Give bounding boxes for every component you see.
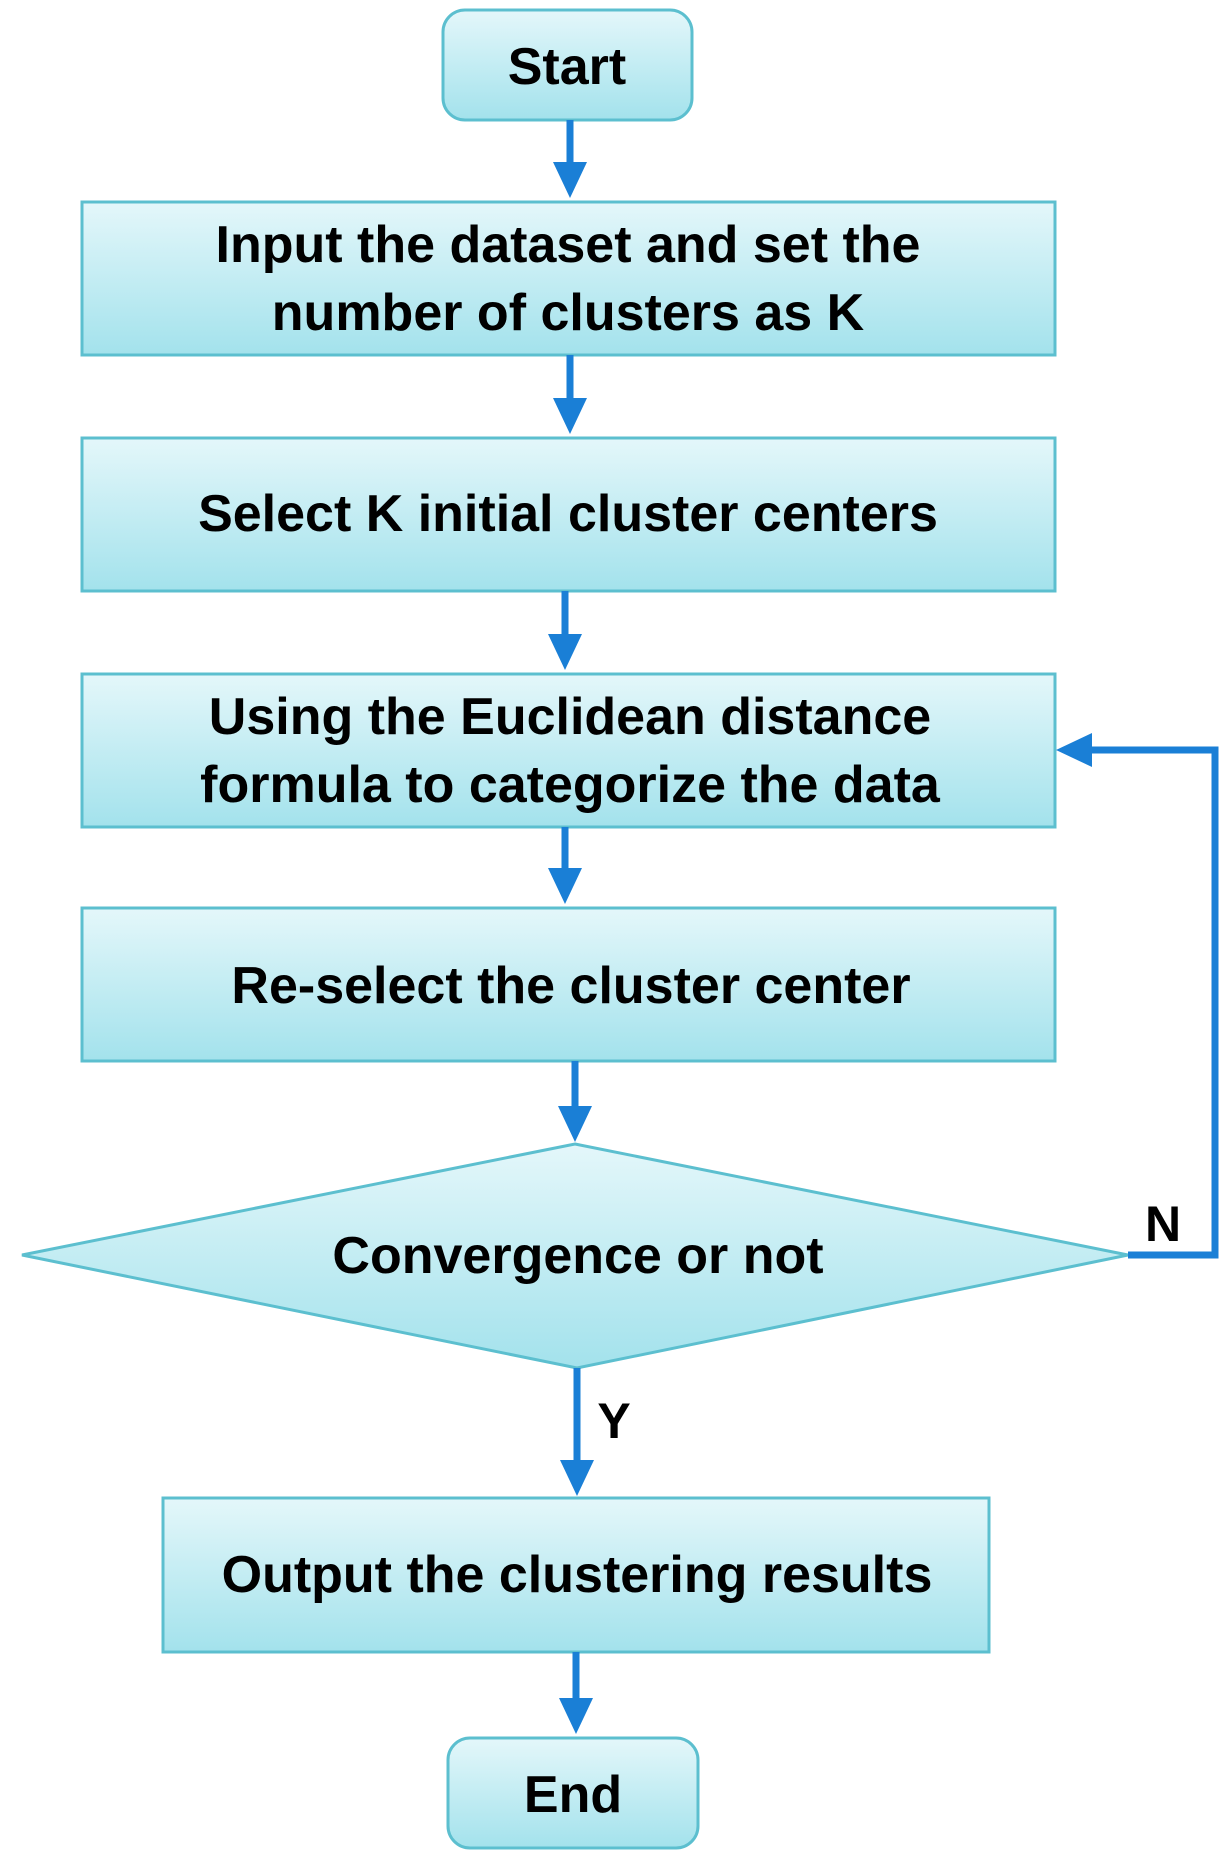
output-step-label: Output the clustering results: [222, 1546, 933, 1604]
arrow-start-to-input: [553, 120, 587, 198]
arrow-reselect-to-decision: [558, 1061, 592, 1142]
arrow-categorize-to-reselect: [548, 827, 582, 904]
arrow-yes-to-output: [560, 1368, 594, 1496]
select-centers-step: Select K initial cluster centers: [80, 436, 1057, 593]
arrow-output-to-end: [559, 1652, 593, 1734]
yes-branch-label: Y: [597, 1393, 630, 1449]
start-node: Start: [441, 8, 694, 122]
input-step-line-2: number of clusters as K: [272, 284, 865, 342]
convergence-decision: Convergence or not: [21, 1142, 1129, 1370]
end-label: End: [524, 1766, 622, 1824]
reselect-step-label: Re-select the cluster center: [231, 957, 910, 1015]
arrow-no-loop-back: [1056, 733, 1219, 1259]
decision-label: Convergence or not: [332, 1227, 823, 1285]
input-dataset-step: Input the dataset and set the number of …: [80, 200, 1057, 357]
categorize-data-step: Using the Euclidean distance formula to …: [80, 672, 1057, 829]
arrow-input-to-select: [553, 355, 587, 434]
categorize-step-line-2: formula to categorize the data: [200, 756, 941, 814]
input-step-line-1: Input the dataset and set the: [216, 216, 921, 274]
no-branch-label: N: [1145, 1196, 1181, 1252]
arrow-select-to-categorize: [548, 591, 582, 670]
select-step-label: Select K initial cluster centers: [198, 485, 938, 543]
output-results-step: Output the clustering results: [161, 1496, 991, 1654]
start-label: Start: [508, 38, 626, 96]
categorize-step-line-1: Using the Euclidean distance: [209, 688, 931, 746]
end-node: End: [446, 1736, 700, 1850]
reselect-center-step: Re-select the cluster center: [80, 906, 1057, 1063]
